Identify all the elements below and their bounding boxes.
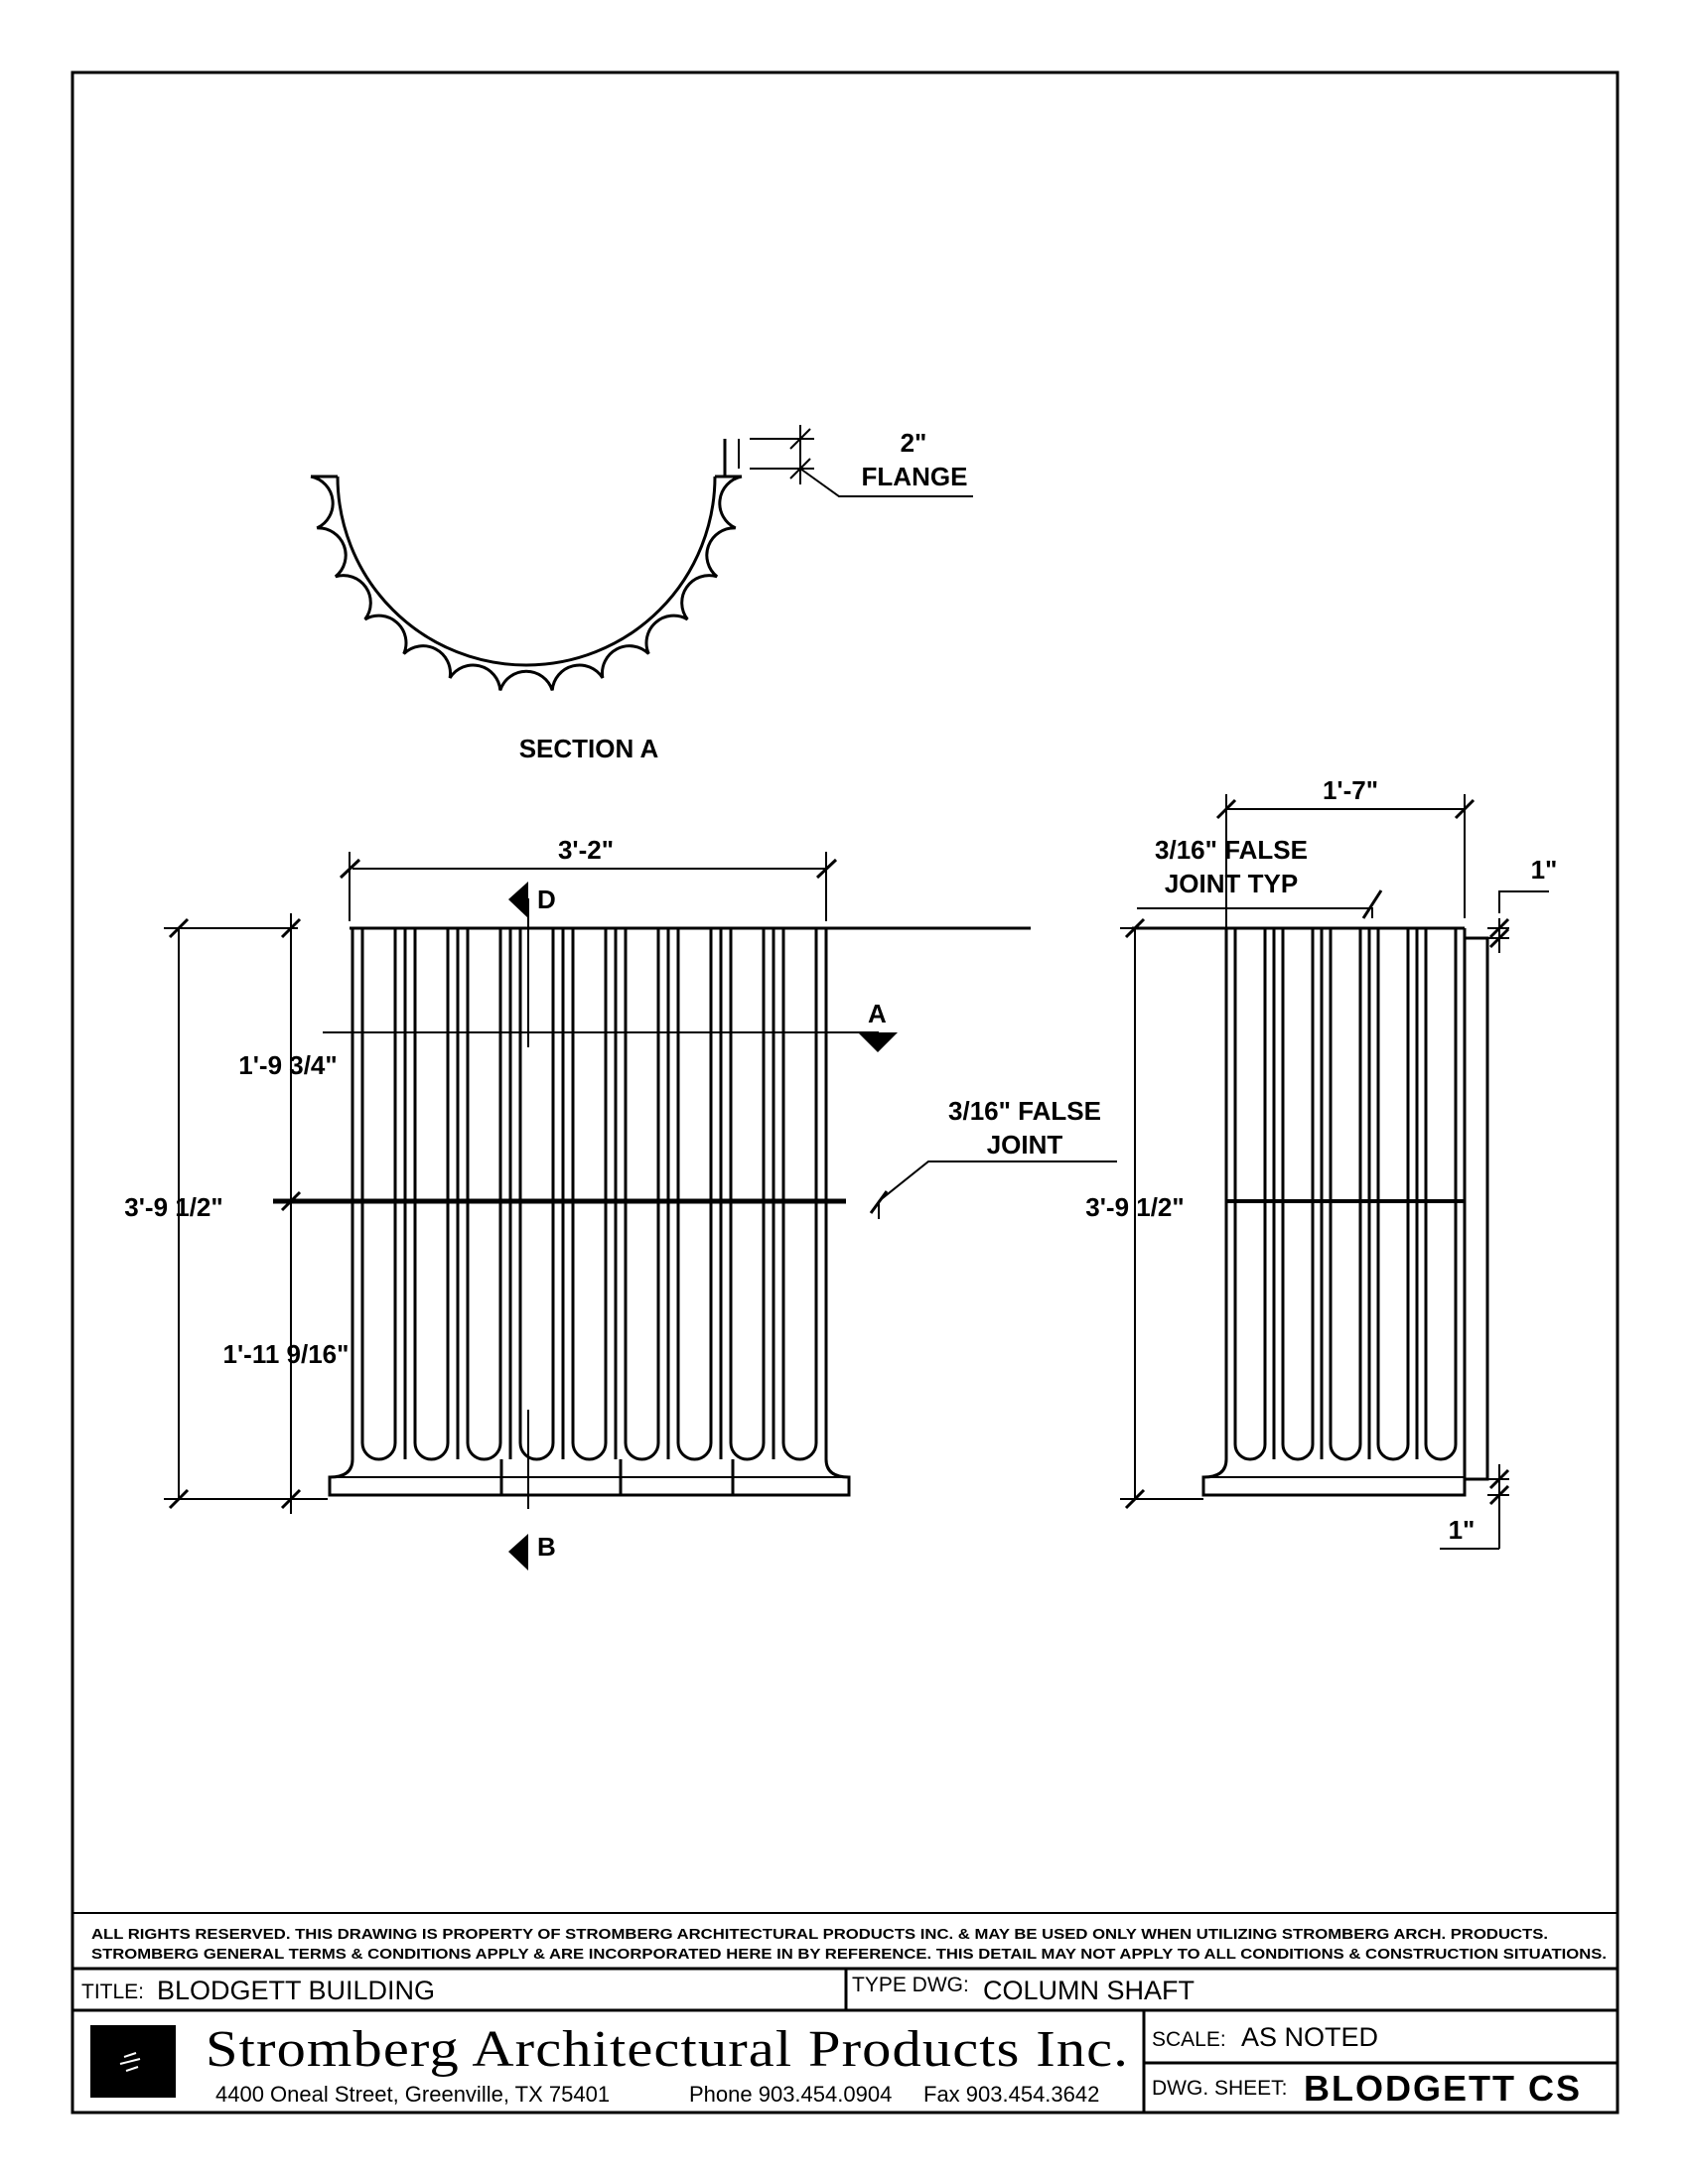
- flange-dim-text: 2": [901, 428, 927, 458]
- front-overall-height-dim: 3'-9 1/2": [124, 1192, 222, 1222]
- cut-label-a: A: [868, 999, 887, 1028]
- side-top-offset-dim: 1": [1531, 855, 1558, 885]
- flute: [1329, 928, 1362, 1461]
- title-value: BLODGETT BUILDING: [157, 1976, 435, 2005]
- side-false-joint-line2: JOINT TYP: [1165, 869, 1298, 898]
- flange-label: FLANGE: [862, 462, 968, 491]
- front-dimensions: [164, 852, 1117, 1514]
- side-bottom-offset-dim: 1": [1449, 1515, 1476, 1545]
- side-elevation: [1132, 926, 1489, 1497]
- side-false-joint-line1: 3/16" FALSE: [1155, 835, 1308, 865]
- section-a-plan: [310, 439, 743, 691]
- logo-mark: [119, 2052, 141, 2072]
- notice-line-1: ALL RIGHTS RESERVED. THIS DRAWING IS PRO…: [91, 1927, 1548, 1943]
- company-fax: Fax 903.454.3642: [923, 2082, 1099, 2107]
- dwg-sheet-label: DWG. SHEET:: [1152, 2077, 1288, 2100]
- front-lower-height-dim: 1'-11 9/16": [223, 1339, 350, 1369]
- flute: [624, 928, 660, 1461]
- side-dimensions: [1120, 794, 1549, 1550]
- notice-line-2: STROMBERG GENERAL TERMS & CONDITIONS APP…: [91, 1947, 1607, 1963]
- flute: [360, 928, 397, 1461]
- flute: [1424, 928, 1458, 1461]
- cut-marker-d: [508, 882, 528, 918]
- front-upper-height-dim: 1'-9 3/4": [238, 1050, 337, 1080]
- flute: [571, 928, 608, 1461]
- company-address: 4400 Oneal Street, Greenville, TX 75401: [215, 2082, 610, 2107]
- cut-label-d: D: [537, 885, 556, 914]
- flute: [781, 928, 818, 1461]
- company-name: Stromberg Architectural Products Inc.: [206, 2021, 1129, 2078]
- flange-dimension: [738, 425, 973, 497]
- company-phone: Phone 903.454.0904: [689, 2082, 892, 2107]
- flute: [413, 928, 450, 1461]
- dwg-sheet-value: BLODGETT CS: [1304, 2068, 1582, 2109]
- front-elevation: [273, 926, 1031, 1497]
- section-a-label: SECTION A: [519, 734, 659, 763]
- side-width-dim: 1'-7": [1323, 775, 1378, 805]
- title-label: TITLE:: [81, 1980, 144, 2003]
- flute: [1233, 928, 1267, 1461]
- type-dwg-label: TYPE DWG:: [852, 1974, 969, 1996]
- front-false-joint-line2: JOINT: [987, 1130, 1063, 1160]
- front-width-dim: 3'-2": [558, 835, 614, 865]
- cut-marker-b: [508, 1534, 528, 1570]
- side-overall-height-dim: 3'-9 1/2": [1085, 1192, 1184, 1222]
- front-false-joint-line1: 3/16" FALSE: [948, 1096, 1101, 1126]
- sheet-border: [70, 70, 1619, 2115]
- flute: [466, 928, 502, 1461]
- title-block-lines: [72, 1912, 1618, 2113]
- scale-label: SCALE:: [1152, 2028, 1226, 2051]
- flute: [729, 928, 766, 1461]
- type-dwg-value: COLUMN SHAFT: [983, 1976, 1195, 2005]
- scale-value: AS NOTED: [1241, 2022, 1378, 2052]
- flute: [518, 928, 555, 1461]
- cut-label-b: B: [537, 1532, 556, 1562]
- flute: [1376, 928, 1410, 1461]
- cut-marker-a: [858, 1032, 898, 1052]
- flute: [1281, 928, 1315, 1461]
- flute: [676, 928, 713, 1461]
